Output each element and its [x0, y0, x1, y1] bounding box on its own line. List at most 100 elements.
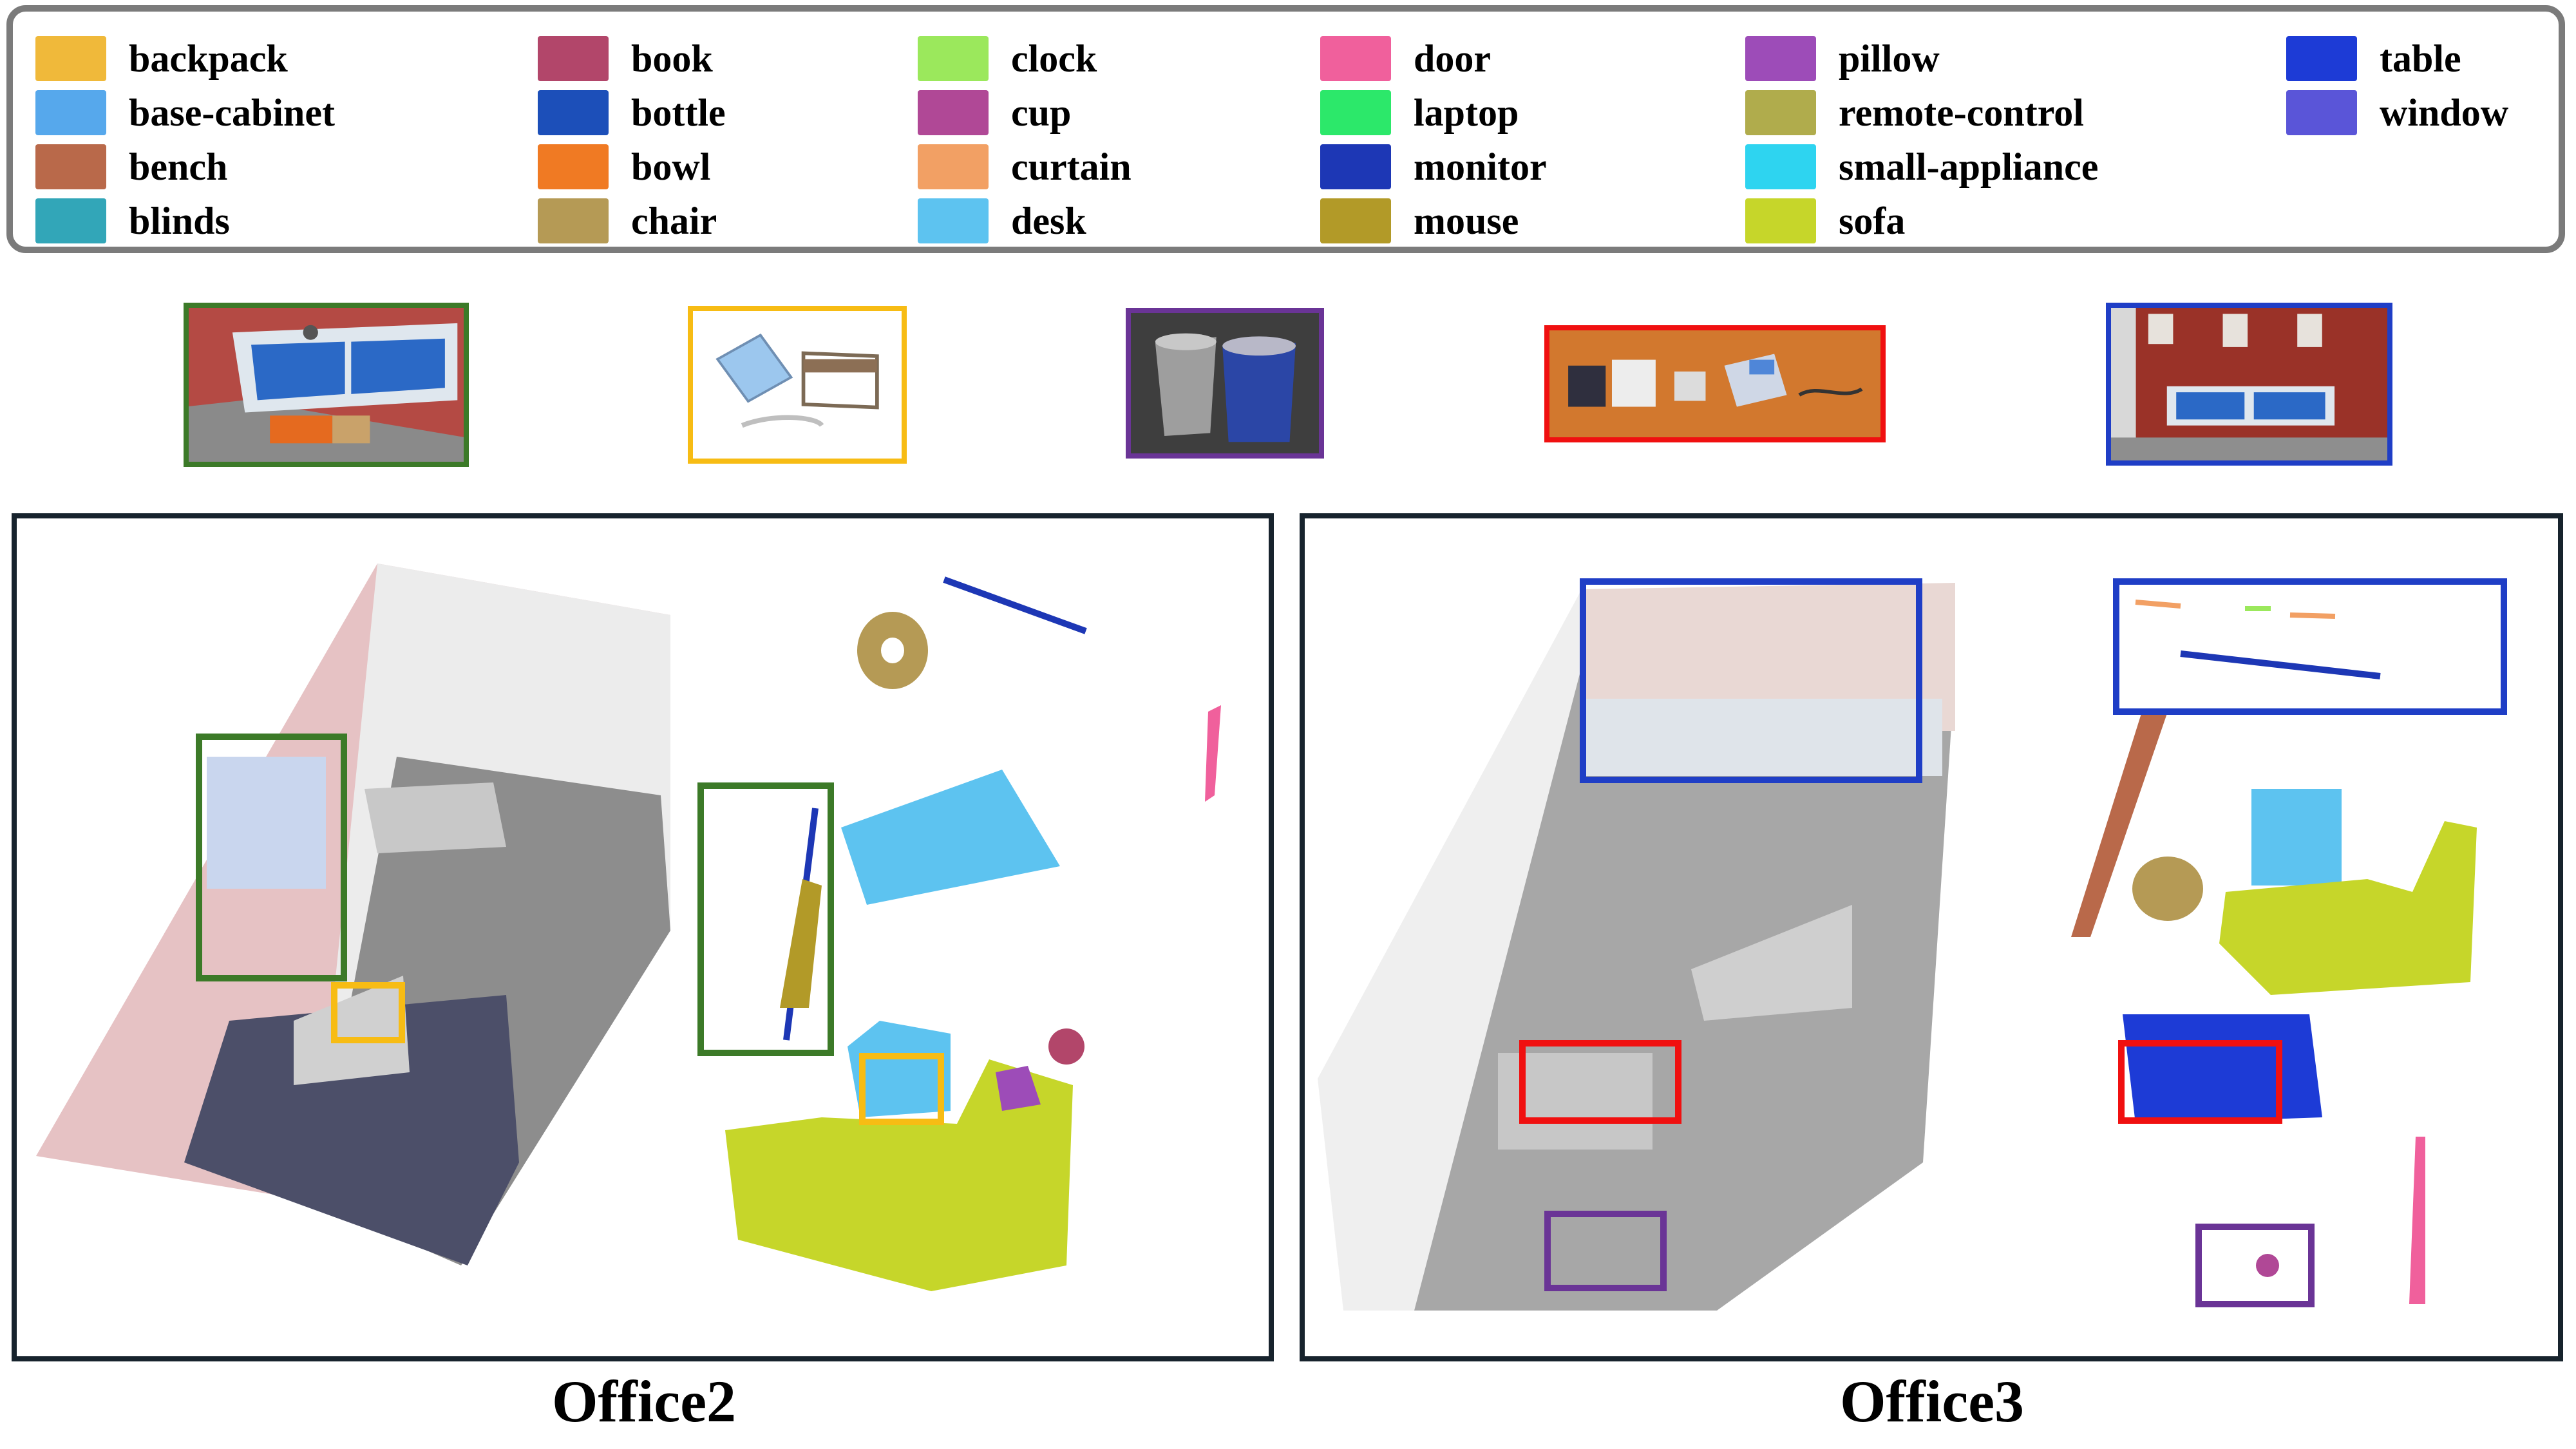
- legend-label: pillow: [1839, 37, 1940, 80]
- thumbnail-image: [2111, 308, 2387, 460]
- legend-item-cup: cup: [918, 90, 1071, 135]
- legend-label: base-cabinet: [129, 91, 335, 134]
- legend-label: desk: [1011, 200, 1086, 242]
- office3-seg-desk: [2251, 789, 2342, 886]
- legend-item-book: book: [538, 36, 713, 81]
- legend-swatch: [1320, 144, 1391, 189]
- legend-label: curtain: [1011, 146, 1132, 188]
- office2-seg-chair-hole: [881, 638, 904, 663]
- legend-swatch: [1745, 90, 1816, 135]
- caption-office3: Office3: [1839, 1368, 2025, 1434]
- office2-highlight-yellow-seg: [859, 1053, 944, 1125]
- legend-item-backpack: backpack: [35, 36, 288, 81]
- office2-sofa-mesh: [184, 995, 519, 1265]
- legend-item-clock: clock: [918, 36, 1097, 81]
- office2-table-mesh: [294, 976, 410, 1085]
- legend-item-bottle: bottle: [538, 90, 726, 135]
- legend-item-table: table: [2286, 36, 2461, 81]
- office2-seg-sofa: [725, 1059, 1073, 1291]
- thumbnail-image: [1131, 313, 1319, 453]
- legend-label: sofa: [1839, 200, 1906, 242]
- office3-highlight-red-seg: [2118, 1040, 2282, 1124]
- legend-label: blinds: [129, 200, 230, 242]
- legend-label: remote-control: [1839, 91, 2084, 134]
- legend-label: chair: [631, 200, 717, 242]
- office3-seg-chair: [2132, 857, 2203, 921]
- legend-swatch: [2286, 36, 2357, 81]
- office3-left-wall: [1318, 589, 1582, 1311]
- thumbnail-desk-items: [1544, 325, 1886, 442]
- legend-swatch: [35, 36, 106, 81]
- legend-label: bottle: [631, 91, 726, 134]
- office3-seg-curtain-2: [2289, 612, 2336, 619]
- office3-seg-sofa: [2219, 821, 2477, 995]
- legend-label: bench: [129, 146, 228, 188]
- legend-swatch: [1745, 36, 1816, 81]
- office3-highlight-purple-seg: [2195, 1224, 2315, 1307]
- legend-item-sofa: sofa: [1745, 198, 1905, 243]
- office3-seg-curtain: [2135, 600, 2181, 609]
- legend-label: cup: [1011, 91, 1072, 134]
- legend-swatch: [1745, 198, 1816, 243]
- legend-item-curtain: curtain: [918, 144, 1132, 189]
- office2-highlight-green-seg: [697, 782, 834, 1056]
- thumbnail-window-wall: [2106, 303, 2392, 466]
- legend-label: book: [631, 37, 713, 80]
- office3-windows: [1582, 699, 1942, 776]
- thumbnail-image: [189, 308, 464, 462]
- thumbnail-image: [693, 311, 902, 459]
- office2-highlight-green-mesh: [196, 734, 347, 981]
- office2-seg-book: [1048, 1028, 1084, 1065]
- panel-office2: [12, 513, 1274, 1361]
- office2-highlight-yellow-mesh: [331, 982, 405, 1043]
- legend-label: backpack: [129, 37, 288, 80]
- office2-seg-base-cabinet: [780, 879, 822, 1008]
- office2-seg-door: [1205, 705, 1221, 802]
- legend-swatch: [538, 90, 609, 135]
- legend-item-mouse: mouse: [1320, 198, 1519, 243]
- legend-item-monitor: monitor: [1320, 144, 1547, 189]
- legend-label: laptop: [1414, 91, 1519, 134]
- legend-item-bench: bench: [35, 144, 227, 189]
- legend-label: monitor: [1414, 146, 1547, 188]
- legend-label: door: [1414, 37, 1491, 80]
- legend-swatch: [538, 198, 609, 243]
- legend-swatch: [35, 198, 106, 243]
- office2-monitors-mesh: [207, 757, 326, 889]
- legend-swatch: [2286, 90, 2357, 135]
- legend-swatch: [918, 198, 989, 243]
- panel-office3: [1300, 513, 2563, 1361]
- legend-item-chair: chair: [538, 198, 717, 243]
- legend-box: backpack base-cabinet bench blinds book …: [6, 5, 2565, 253]
- legend-item-base-cabinet: base-cabinet: [35, 90, 335, 135]
- office2-seg-desk: [841, 770, 1060, 905]
- office3-highlight-purple-mesh: [1544, 1211, 1667, 1291]
- legend-item-bowl: bowl: [538, 144, 710, 189]
- legend-swatch: [1745, 144, 1816, 189]
- office3-highlight-blue-seg: [2113, 578, 2507, 715]
- legend-label: mouse: [1414, 200, 1519, 242]
- office3-highlight-red-mesh: [1519, 1040, 1681, 1124]
- thumbnail-wall-monitors: [184, 303, 469, 467]
- office3-seg-door: [2409, 1137, 2425, 1304]
- legend-item-door: door: [1320, 36, 1491, 81]
- thumbnail-trash-bins: [1126, 308, 1324, 459]
- legend-label: bowl: [631, 146, 711, 188]
- legend-swatch: [1320, 36, 1391, 81]
- office3-curtain-wall: [1582, 583, 1955, 731]
- office2-seg-window: [943, 576, 1087, 634]
- office2-seg-pillow: [996, 1066, 1041, 1111]
- office2-scene: [36, 564, 1221, 1291]
- office3-scene: [1318, 583, 2477, 1311]
- legend-item-pillow: pillow: [1745, 36, 1940, 81]
- legend-swatch: [918, 90, 989, 135]
- legend-label: clock: [1011, 37, 1097, 80]
- office3-seg-bench: [2071, 712, 2168, 937]
- legend-label: table: [2380, 37, 2461, 80]
- legend-item-small-appliance: small-appliance: [1745, 144, 2098, 189]
- legend-item-laptop: laptop: [1320, 90, 1519, 135]
- legend-swatch: [918, 36, 989, 81]
- legend-swatch: [538, 144, 609, 189]
- legend-swatch: [1320, 198, 1391, 243]
- legend-swatch: [35, 90, 106, 135]
